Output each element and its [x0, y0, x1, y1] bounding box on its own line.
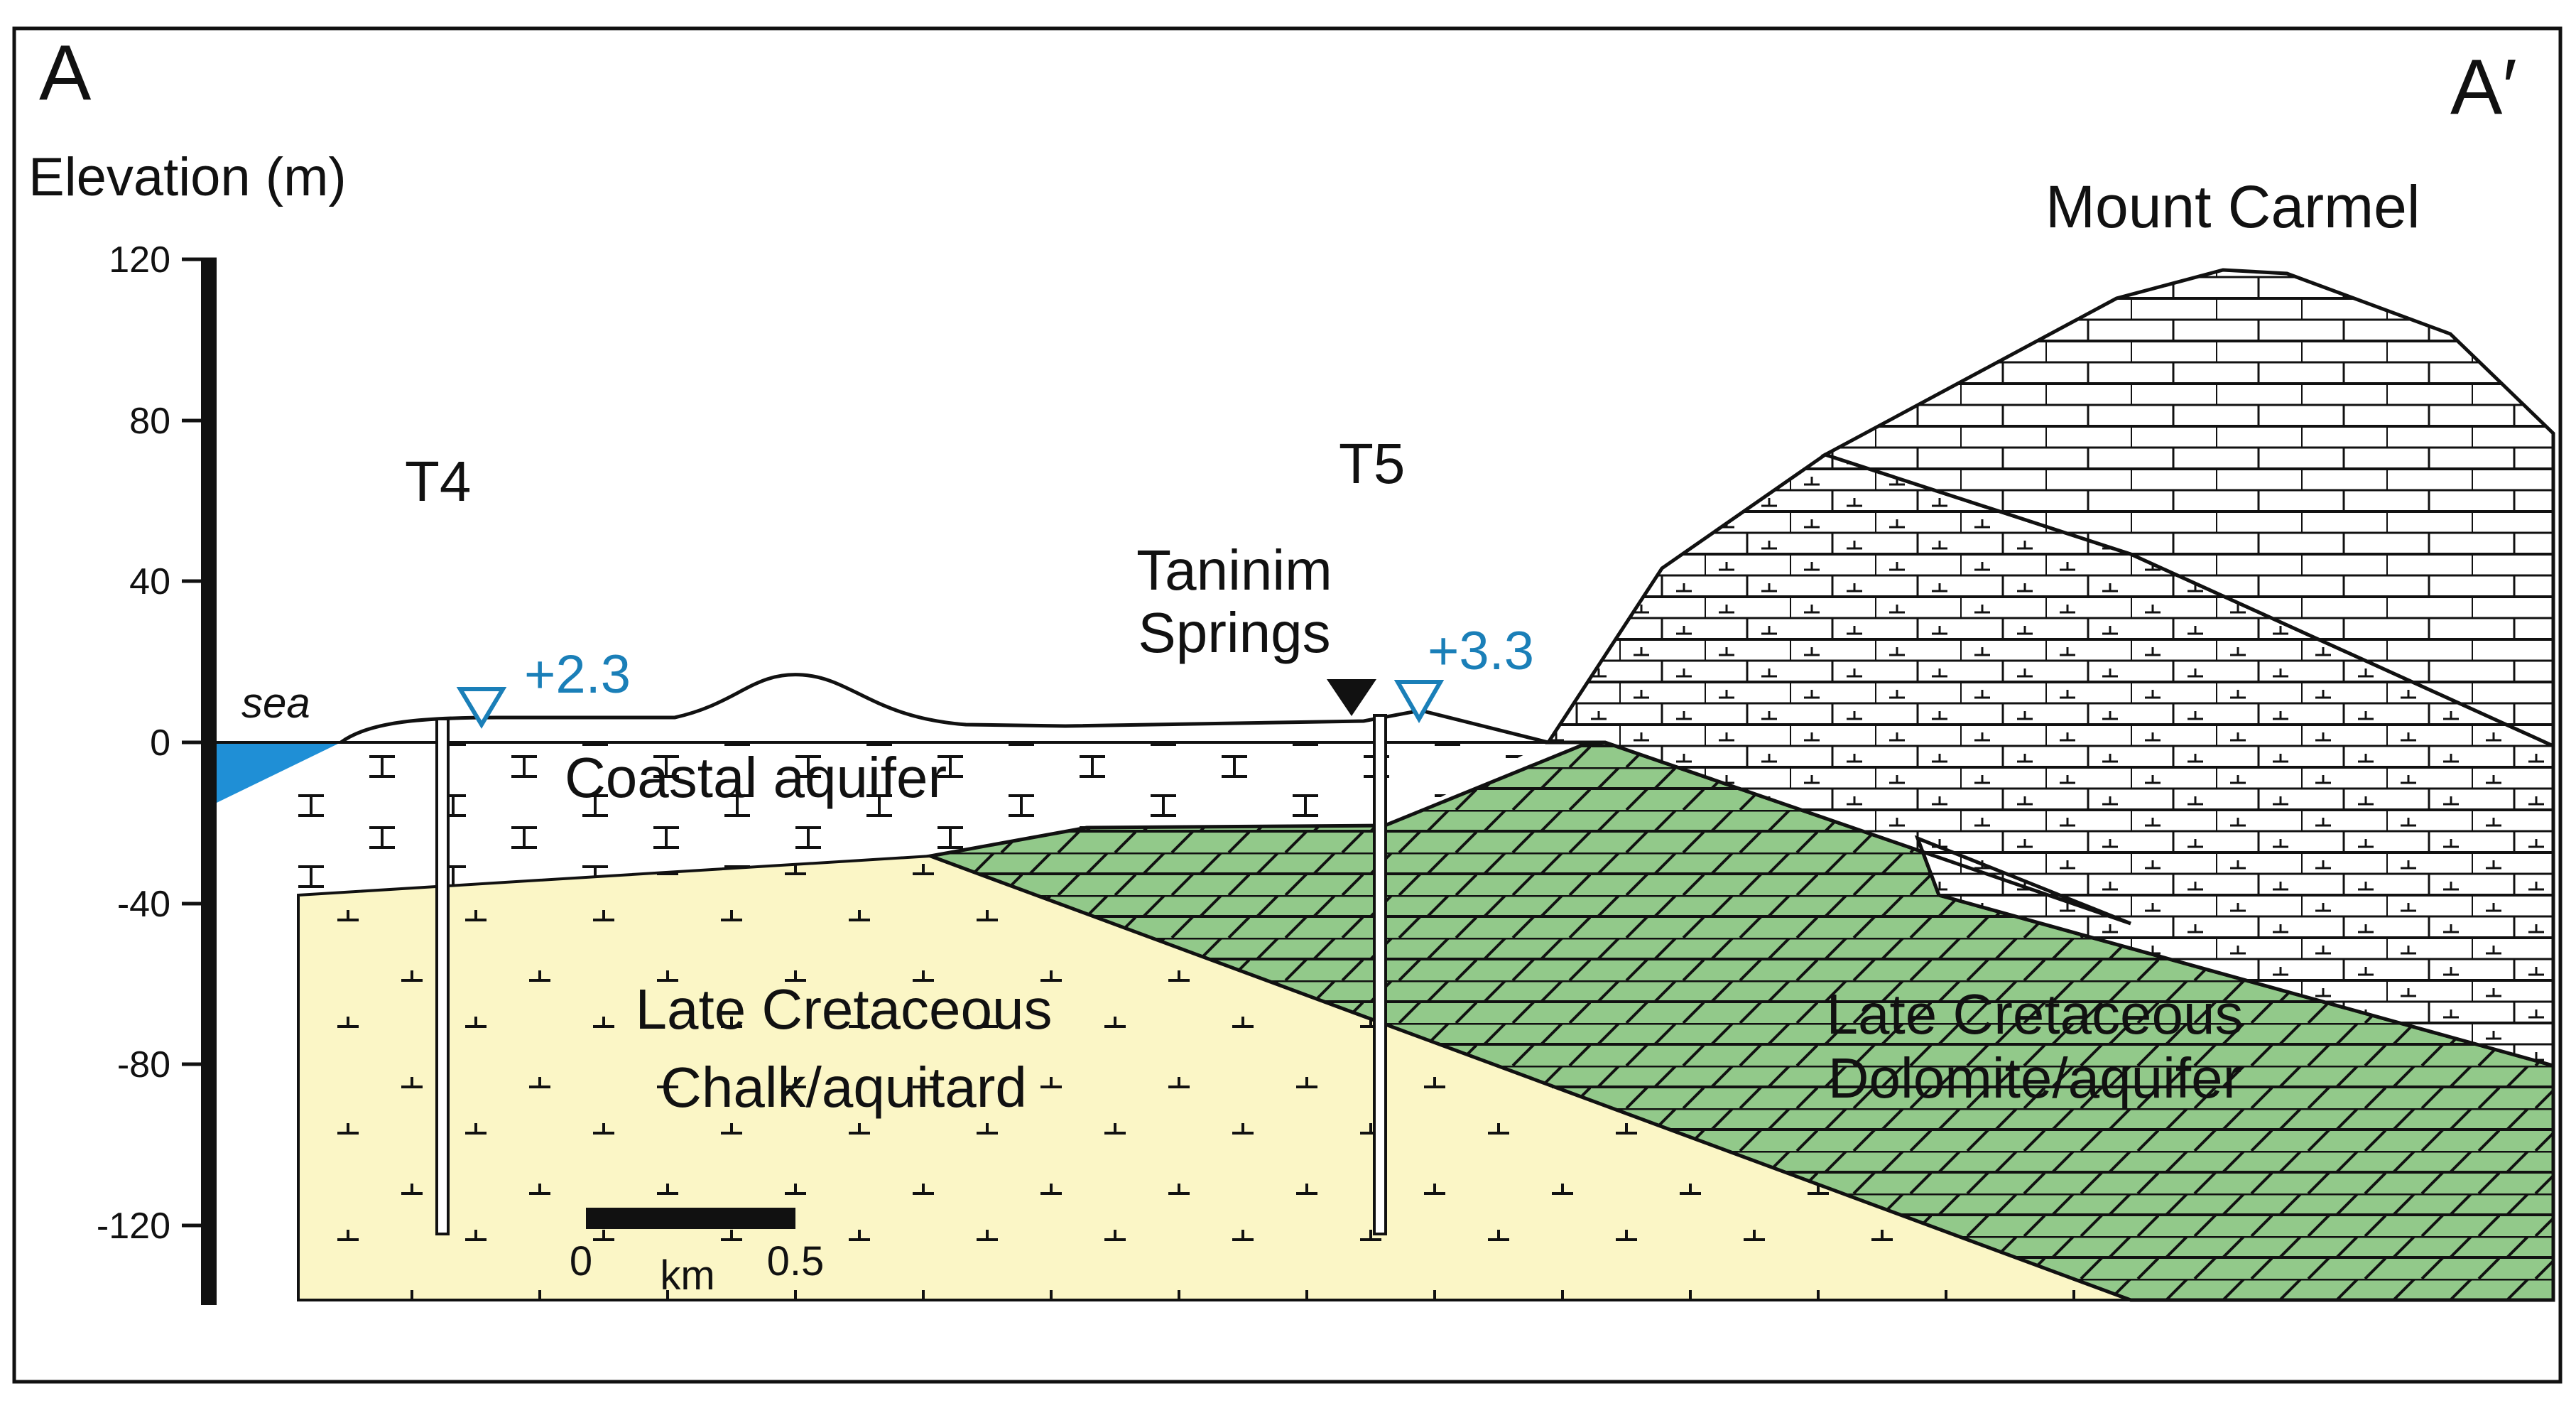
t5-water-level-icon — [1393, 680, 1445, 724]
t5-water-level-value: +3.3 — [1428, 621, 1534, 681]
coastal-aquifer-label: Coastal aquifer — [565, 746, 947, 809]
scale-bar-end: 0.5 — [767, 1238, 825, 1284]
scale-bar — [586, 1208, 795, 1229]
well-t5-casing — [1373, 714, 1387, 1235]
scale-bar-start: 0 — [570, 1238, 592, 1284]
axis-tick-label-120: 120 — [109, 239, 170, 281]
mount-carmel-summit-block — [1820, 268, 2555, 749]
scale-bar-unit: km — [660, 1252, 714, 1299]
axis-tick-label-minus40: -40 — [117, 884, 170, 925]
axis-tick-label-80: 80 — [129, 401, 170, 442]
chalk-label-line1: Late Cretaceous — [635, 978, 1052, 1041]
elevation-axis-bar — [201, 259, 217, 1305]
ground-surface-line — [339, 673, 1549, 745]
dolomite-label-line2: Dolomite/aquifer — [1828, 1046, 2242, 1110]
axis-tick-label-minus120: -120 — [97, 1206, 170, 1247]
chalk-label-line2: Chalk/aquitard — [661, 1056, 1027, 1119]
elevation-axis-ticks — [182, 257, 217, 1228]
coastal-aquifer-layer — [298, 742, 1548, 895]
mount-carmel-label: Mount Carmel — [2045, 173, 2420, 240]
limestone-lower-block — [1545, 453, 2555, 1068]
t4-water-level-icon — [456, 687, 507, 729]
well-t5-name: T5 — [1339, 432, 1405, 495]
sea-label: sea — [241, 679, 310, 727]
dolomite-label-line1: Late Cretaceous — [1826, 982, 2243, 1046]
elevation-axis-title: Elevation (m) — [28, 147, 347, 207]
sea-wedge — [217, 742, 341, 803]
axis-tick-label-0: 0 — [150, 722, 170, 764]
section-start-label: A — [39, 29, 92, 117]
well-t4-casing — [435, 718, 450, 1235]
t4-water-level-value: +2.3 — [524, 644, 631, 705]
axis-tick-label-40: 40 — [129, 561, 170, 602]
taninim-springs-label-line1: Taninim — [1136, 538, 1332, 602]
axis-tick-label-minus80: -80 — [117, 1044, 170, 1086]
taninim-springs-label-line2: Springs — [1138, 601, 1330, 664]
section-end-label: A′ — [2450, 43, 2517, 131]
taninim-spring-icon — [1327, 679, 1376, 716]
well-t4-name: T4 — [405, 450, 471, 513]
